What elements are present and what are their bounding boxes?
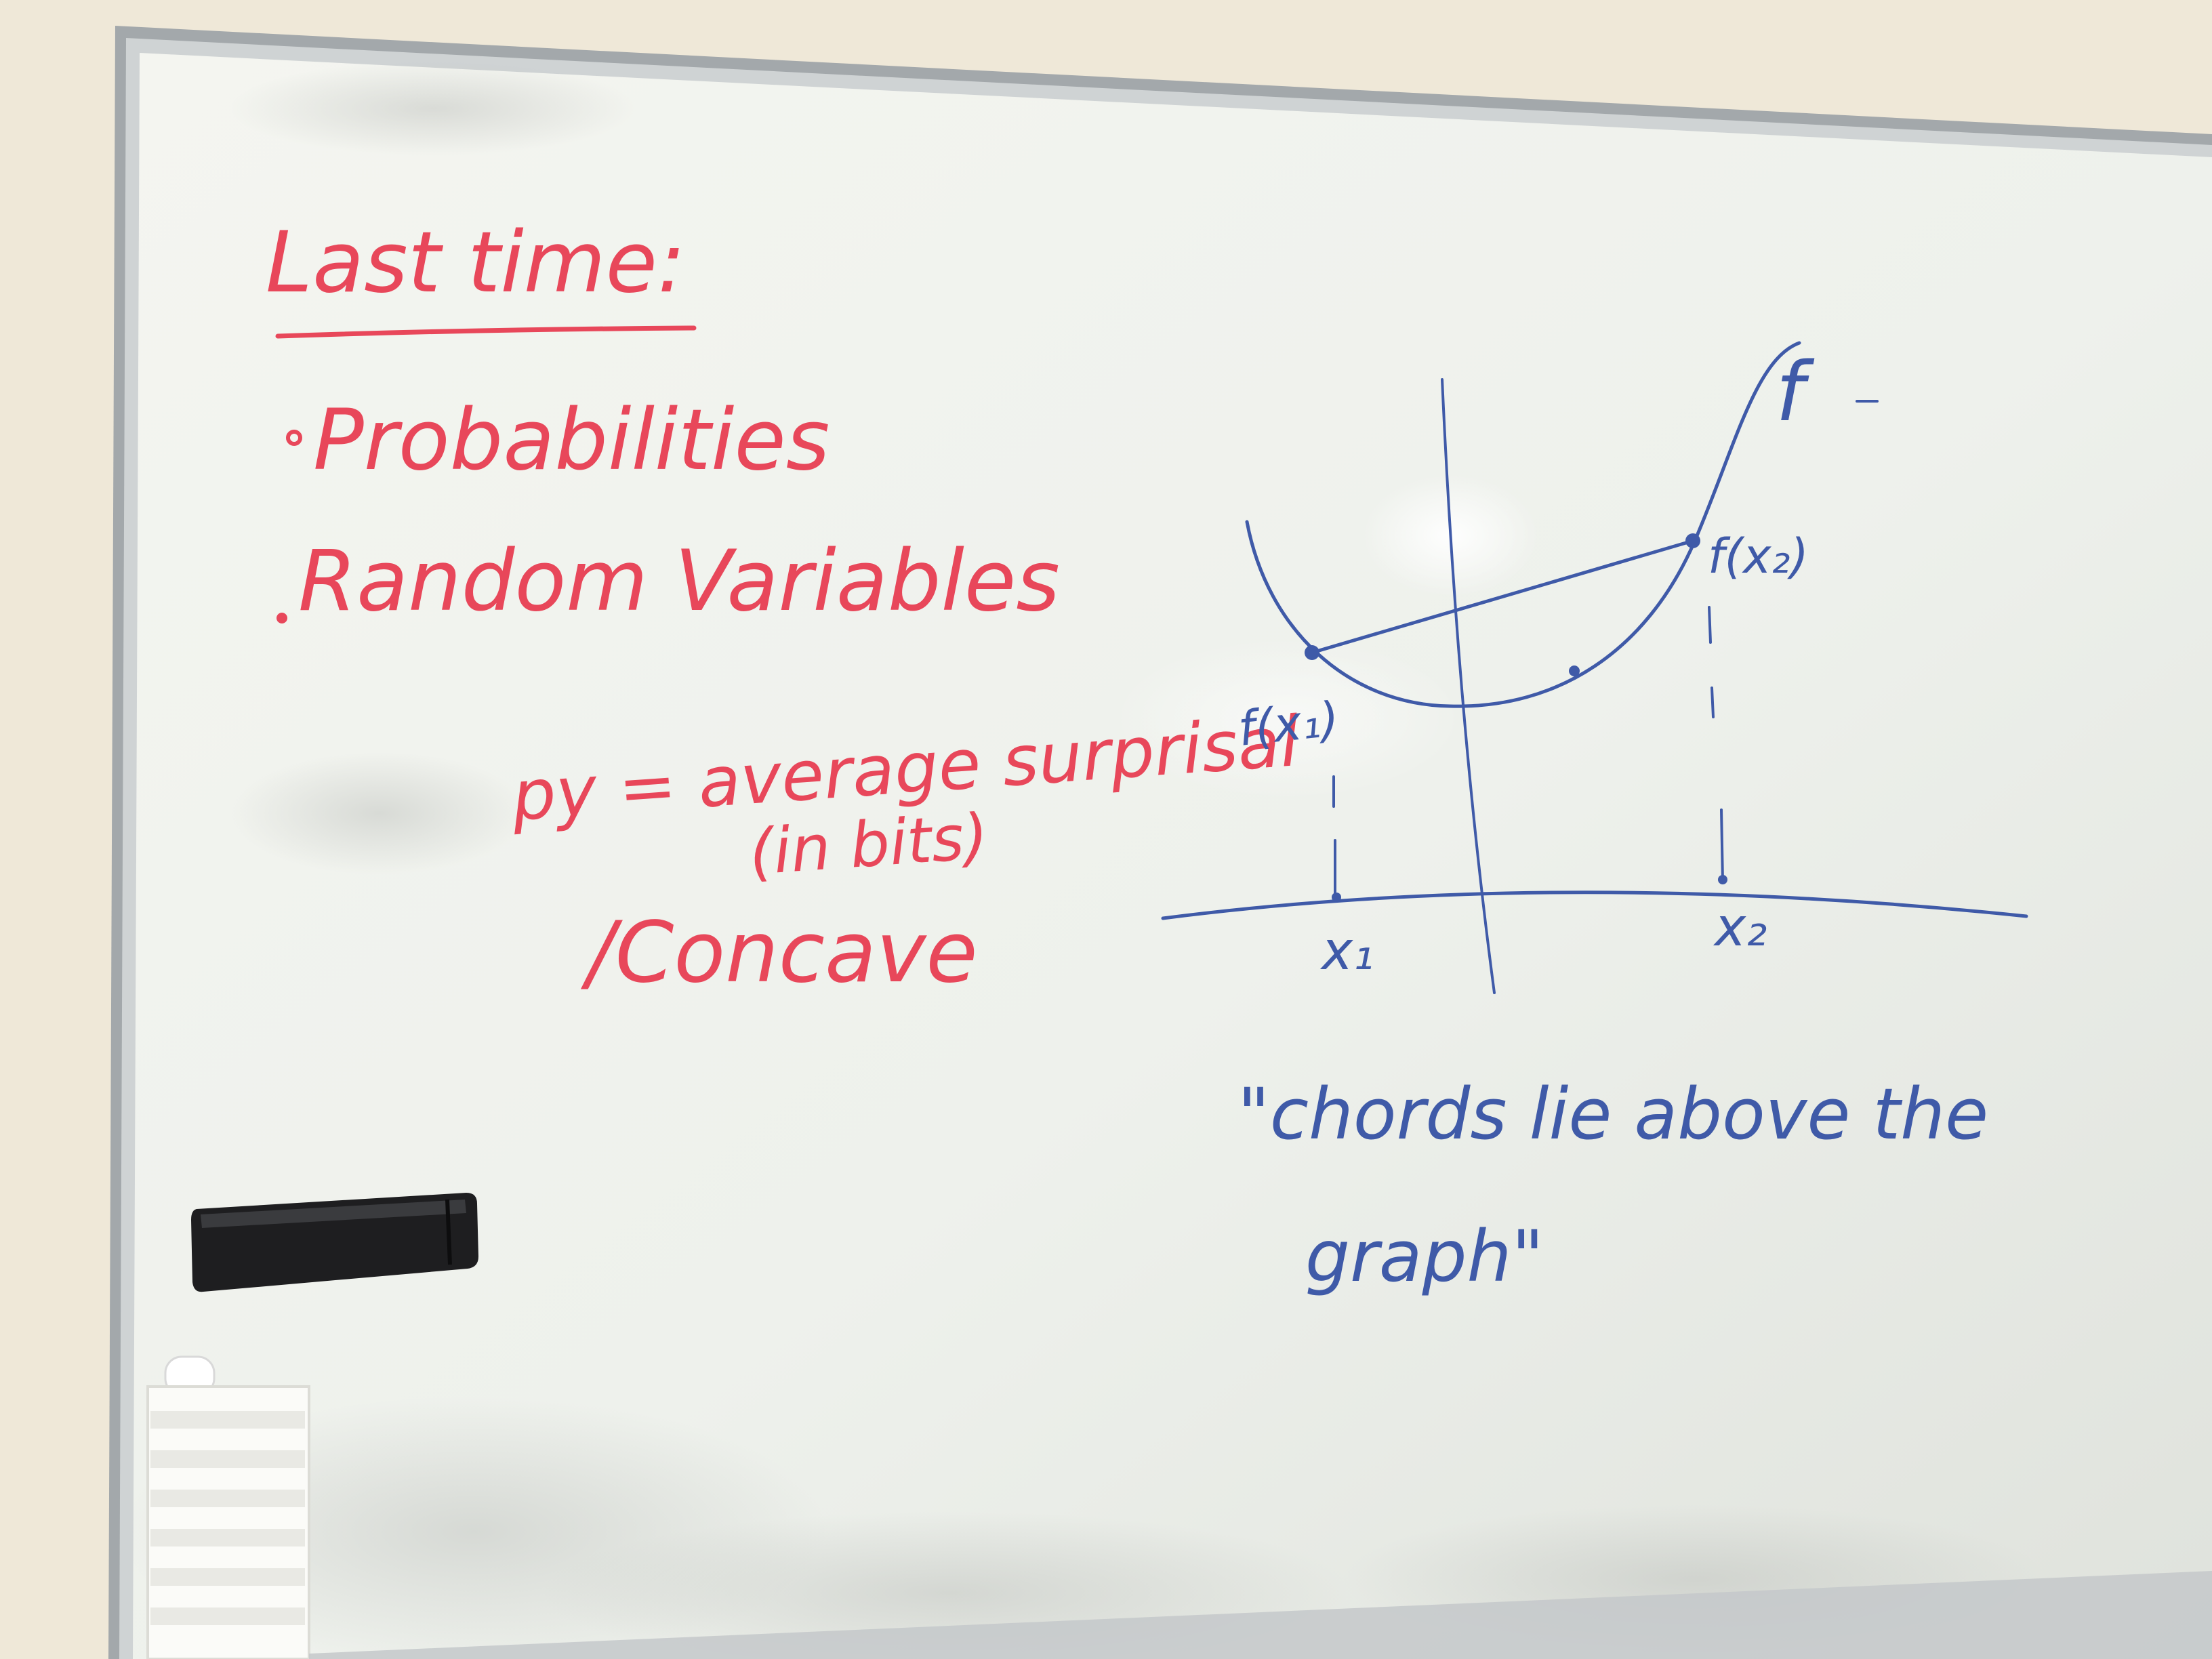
chord-endpoint-2 xyxy=(1685,533,1700,548)
vent-slat xyxy=(150,1411,305,1429)
vent-slat xyxy=(150,1450,305,1468)
x-label-x1: x₁ xyxy=(1319,921,1374,982)
vent-slat xyxy=(150,1568,305,1586)
marker-tray xyxy=(309,1571,2212,1659)
formula-in-bits: (in bits) xyxy=(747,800,990,889)
drop-line-x2 xyxy=(1720,808,1724,882)
blue-quote: "chords lie above the graph" xyxy=(1237,1073,1988,1298)
bullet-random-variables: Random Variables xyxy=(298,533,1060,630)
bullet-dot xyxy=(276,613,287,623)
eraser-highlight xyxy=(201,1200,466,1228)
vent-slat xyxy=(150,1529,305,1547)
point-label-f-x2: f(x₂) xyxy=(1708,529,1809,584)
chord-endpoint-1 xyxy=(1305,645,1319,660)
eraser-grip-ridge xyxy=(445,1199,452,1265)
x-axis xyxy=(1161,890,2028,920)
bullet-dot xyxy=(286,430,302,446)
concave-note: /Concave xyxy=(580,904,978,1002)
x-label-x2: x₂ xyxy=(1713,897,1767,958)
eraser-smudge xyxy=(230,752,529,874)
vent-slat xyxy=(150,1490,305,1507)
vent-slat xyxy=(150,1607,305,1625)
drop-line-x2-dash xyxy=(1708,606,1712,644)
wall-vent xyxy=(146,1355,310,1659)
whiteboard-surface xyxy=(133,53,2212,1659)
drop-line-x2-dash xyxy=(1711,687,1715,718)
heading-underline xyxy=(275,325,697,339)
whiteboard-eraser[interactable] xyxy=(191,1193,478,1292)
convexity-diagram: f f(x₁) f(x₂) x₁ x₂ xyxy=(1161,341,2028,994)
eraser-smudge xyxy=(230,61,637,156)
bullet-probabilities: Probabilities xyxy=(313,392,830,489)
x-axis-tick-x1 xyxy=(1332,893,1341,902)
curve-point xyxy=(1569,665,1580,676)
heading-last-time: Last time: xyxy=(266,214,686,312)
point-label-f-x1: f(x₁) xyxy=(1235,691,1342,757)
x-axis-tick-x2 xyxy=(1718,875,1727,884)
quote-line-1: "chords lie above the xyxy=(1237,1073,1988,1155)
chord xyxy=(1310,539,1695,655)
y-axis xyxy=(1441,378,1496,994)
light-glare xyxy=(1111,637,1464,800)
quote-line-2: graph" xyxy=(1305,1215,1544,1298)
